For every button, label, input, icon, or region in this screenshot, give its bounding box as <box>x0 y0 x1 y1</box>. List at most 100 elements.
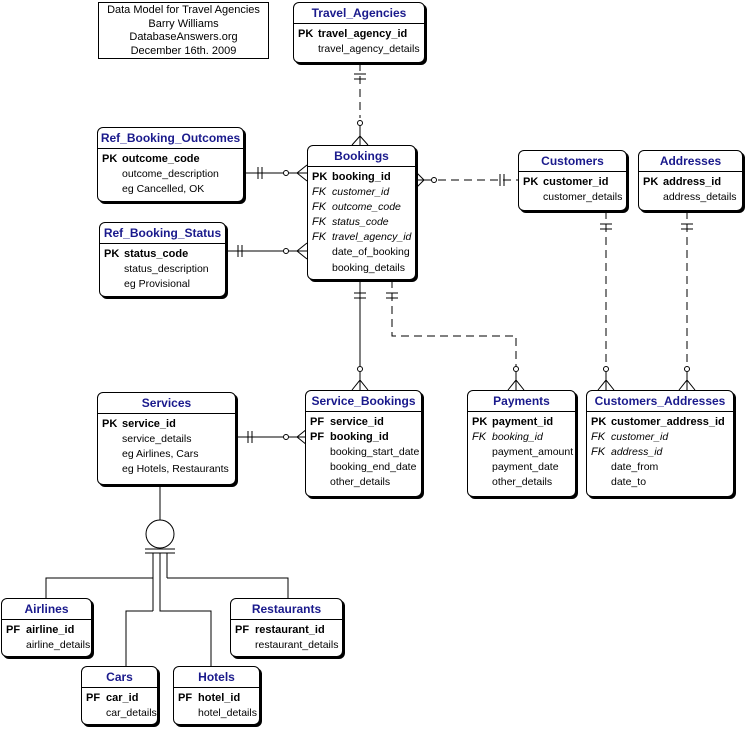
attribute-name: eg Hotels, Restaurants <box>122 463 229 476</box>
attribute-name: car_details <box>106 707 157 720</box>
attribute-name: outcome_code <box>332 201 401 214</box>
attribute-name: eg Cancelled, OK <box>122 183 205 196</box>
attribute-name: date_from <box>611 461 659 474</box>
key-marker: FK <box>591 446 606 459</box>
entity-title: Addresses <box>639 151 742 172</box>
entity-attribute-row: booking_details <box>312 261 411 276</box>
key-marker: PK <box>591 416 607 428</box>
attribute-name: booking_id <box>332 171 391 183</box>
entity-attribute-row: hotel_details <box>178 706 257 721</box>
attribute-name: hotel_id <box>198 692 241 704</box>
attribute-name: eg Airlines, Cars <box>122 448 199 461</box>
rel-travel-agencies-bookings <box>351 63 369 146</box>
key-marker: FK <box>312 231 327 244</box>
key-marker: PF <box>86 692 101 704</box>
attribute-name: eg Provisional <box>124 278 190 291</box>
key-marker: FK <box>591 431 606 444</box>
attribute-name: address_id <box>611 446 663 459</box>
entity-attribute-row: booking_start_date <box>310 445 419 460</box>
rel-status-bookings <box>226 242 308 260</box>
key-marker: PF <box>6 624 21 636</box>
rel-outcomes-bookings <box>244 164 308 182</box>
attribute-name: customer_id <box>611 431 669 444</box>
attribute-name: travel_agency_id <box>332 231 412 244</box>
note-line-3: DatabaseAnswers.org <box>129 31 238 44</box>
entity-title: Restaurants <box>231 599 342 620</box>
key-marker: FK <box>312 216 327 229</box>
entity-attribute-row: airline_details <box>6 638 90 653</box>
attribute-name: date_to <box>611 476 647 489</box>
rel-bookings-service-bookings <box>351 280 369 391</box>
entity-attribute-row: booking_end_date <box>310 460 417 475</box>
key-marker: PK <box>102 418 118 430</box>
entity-title: Ref_Booking_Status <box>100 223 225 244</box>
note-line-2: Barry Williams <box>148 17 219 30</box>
entity-title: Cars <box>82 667 157 688</box>
entity-attribute-row: date_of_booking <box>312 245 411 260</box>
attribute-name: booking_end_date <box>330 461 417 474</box>
rel-services-service-bookings <box>236 428 308 446</box>
attribute-name: other_details <box>330 476 391 489</box>
rel-bookings-payments <box>386 280 525 391</box>
entity-title: Payments <box>468 391 575 412</box>
attribute-name: other_details <box>492 476 553 489</box>
key-marker: PK <box>312 171 328 183</box>
attribute-name: customer_id <box>543 176 609 188</box>
entity-title: Ref_Booking_Outcomes <box>98 128 243 149</box>
entity-attribute-row: FK address_id <box>591 445 729 460</box>
attribute-name: travel_agency_details <box>318 43 420 56</box>
entity-attribute-row: PK booking_id <box>312 170 411 185</box>
attribute-name: outcome_description <box>122 168 219 181</box>
entity-title: Travel_Agencies <box>294 3 424 24</box>
attribute-name: service_id <box>122 418 176 430</box>
entity-title: Customers_Addresses <box>587 391 733 412</box>
key-marker: FK <box>312 186 327 199</box>
subtype-category-symbol <box>45 485 289 666</box>
key-marker: PF <box>235 624 250 636</box>
entity-title: Services <box>98 393 235 414</box>
attribute-name: date_of_booking <box>332 246 410 259</box>
entity-attribute-row: eg Provisional <box>104 277 221 292</box>
key-marker: PF <box>178 692 193 704</box>
entity-attribute-row: restaurant_details <box>235 638 338 653</box>
entity-attribute-row: date_from <box>591 460 729 475</box>
attribute-name: status_description <box>124 263 209 276</box>
attribute-name: restaurant_details <box>255 639 339 652</box>
entity-title: Airlines <box>2 599 91 620</box>
attribute-name: payment_id <box>492 416 554 428</box>
